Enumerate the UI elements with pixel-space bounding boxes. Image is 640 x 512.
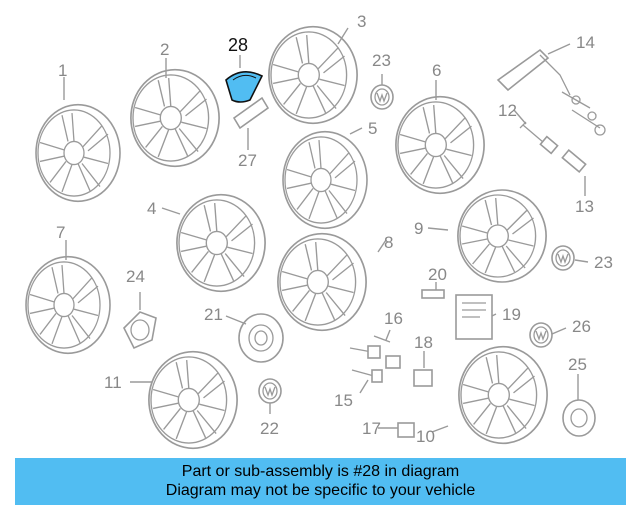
label-7: 7	[56, 223, 65, 242]
label-21: 21	[204, 305, 223, 324]
label-23-top: 23	[372, 51, 391, 70]
part-28-highlighted[interactable]	[225, 71, 264, 103]
part-labels: 1 2 3 4 5 6 7 8 9 10 11 12 13 14 15 16 1…	[56, 12, 613, 446]
label-6: 6	[432, 61, 441, 80]
label-27: 27	[238, 151, 257, 170]
label-4: 4	[147, 199, 156, 218]
label-24: 24	[126, 267, 145, 286]
label-13: 13	[575, 197, 594, 216]
label-22: 22	[260, 419, 279, 438]
valve-13	[561, 148, 587, 174]
label-9: 9	[414, 219, 423, 238]
label-14: 14	[576, 33, 595, 52]
label-11: 11	[104, 373, 122, 392]
label-12: 12	[498, 101, 517, 120]
label-19: 19	[502, 305, 521, 324]
label-23-right: 23	[594, 253, 613, 272]
wheel-7	[25, 255, 111, 355]
label-2: 2	[160, 40, 169, 59]
label-20: 20	[428, 265, 447, 284]
clip-27	[232, 96, 270, 130]
wheel-10	[458, 345, 548, 445]
cap-23a	[370, 84, 394, 110]
label-1: 1	[58, 61, 67, 80]
parts-diagram: 1 2 3 4 5 6 7 8 9 10 11 12 13 14 15 16 1…	[25, 12, 613, 450]
banner-line-1: Part or sub-assembly is #28 in diagram	[181, 463, 460, 480]
label-3: 3	[357, 12, 366, 31]
tpms-sensor-14	[496, 48, 606, 136]
cap-22	[258, 378, 282, 404]
wheel-3	[268, 25, 358, 125]
hub-24	[123, 311, 157, 350]
weight-20	[421, 289, 445, 299]
banner-line-2: Diagram may not be specific to your vehi…	[165, 482, 476, 499]
valve-12	[519, 121, 559, 155]
wheel-11	[148, 350, 238, 450]
wheel-8	[277, 232, 367, 332]
wheel-4	[176, 193, 266, 293]
label-18: 18	[414, 333, 433, 352]
label-28: 28	[228, 35, 248, 55]
label-16: 16	[384, 309, 403, 328]
label-25: 25	[568, 355, 587, 374]
label-5: 5	[368, 119, 377, 138]
label-plate-19	[455, 294, 493, 340]
label-15: 15	[334, 391, 353, 410]
wheel-9	[457, 189, 547, 283]
wheel-1	[35, 103, 121, 203]
leader-lines	[63, 27, 589, 433]
label-26: 26	[572, 317, 591, 336]
info-banner: Part or sub-assembly is #28 in diagram D…	[15, 458, 626, 505]
wheel-2	[130, 68, 220, 168]
cap-25	[562, 399, 596, 437]
wheel-5	[282, 130, 368, 230]
wheel-6	[395, 95, 485, 195]
cap-26	[529, 322, 553, 348]
nut-18	[413, 369, 433, 387]
cap-21	[238, 313, 284, 363]
cap-23b	[551, 245, 575, 271]
bolts-15-16	[349, 335, 401, 383]
label-10: 10	[416, 427, 435, 446]
label-17: 17	[362, 419, 381, 438]
nut-17	[397, 422, 415, 438]
label-8: 8	[384, 233, 393, 252]
